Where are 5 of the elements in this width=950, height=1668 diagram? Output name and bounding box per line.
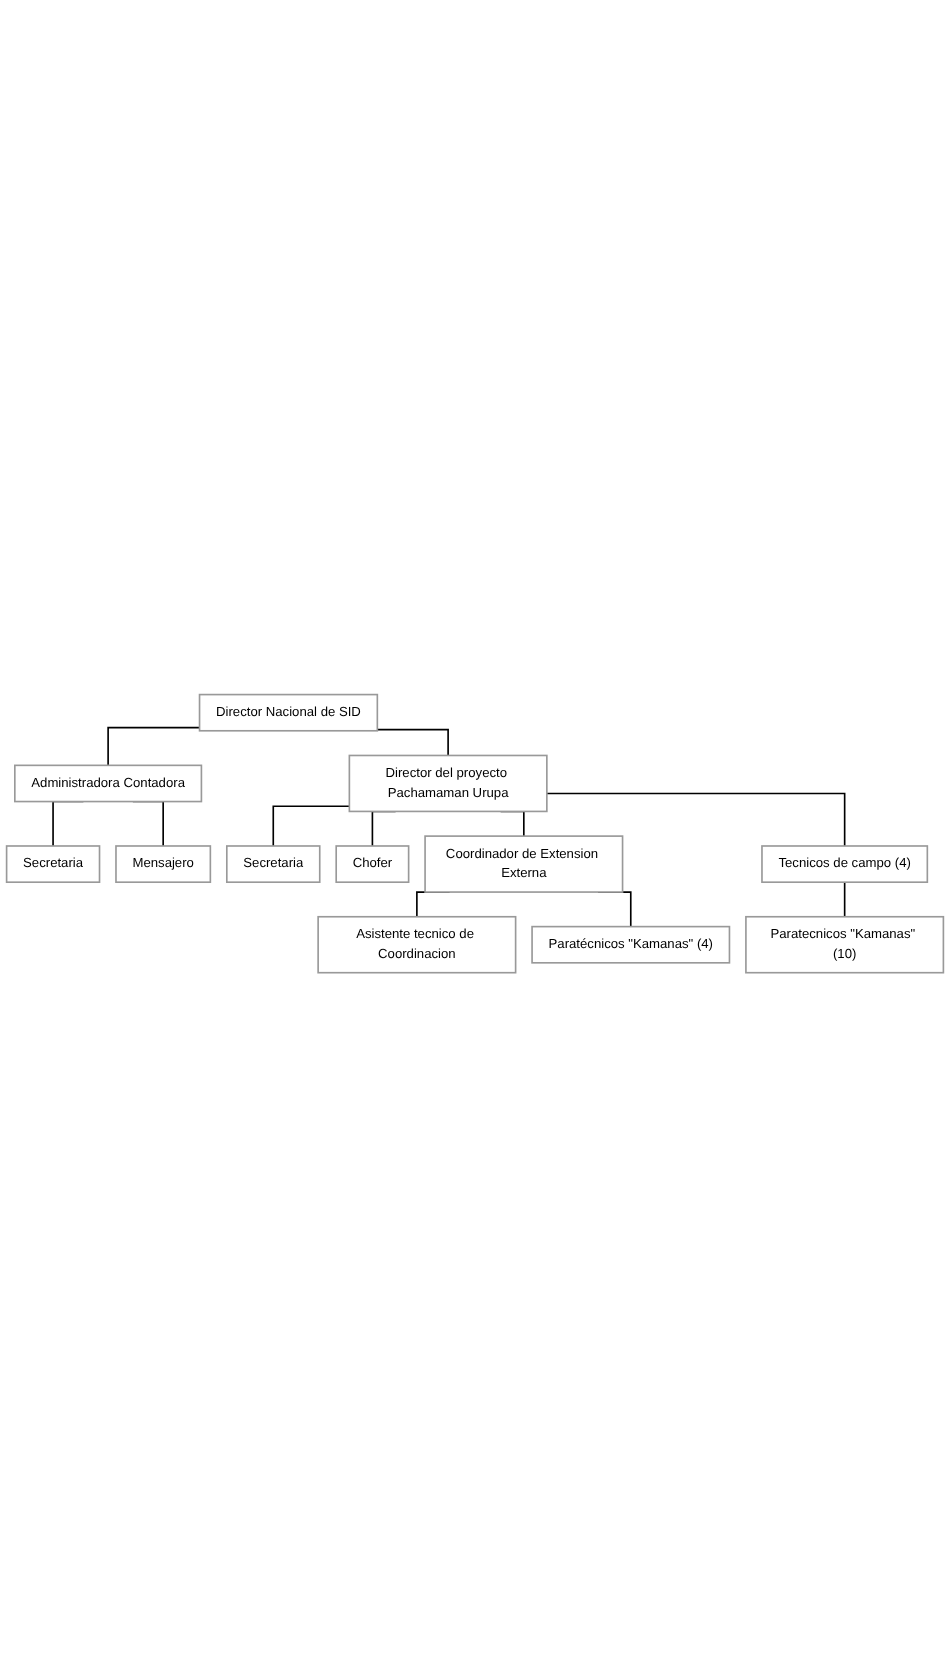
connector: [107, 727, 201, 767]
connector: [843, 881, 846, 918]
connector: [272, 805, 351, 848]
connector: [546, 793, 846, 848]
connector: [376, 729, 449, 757]
